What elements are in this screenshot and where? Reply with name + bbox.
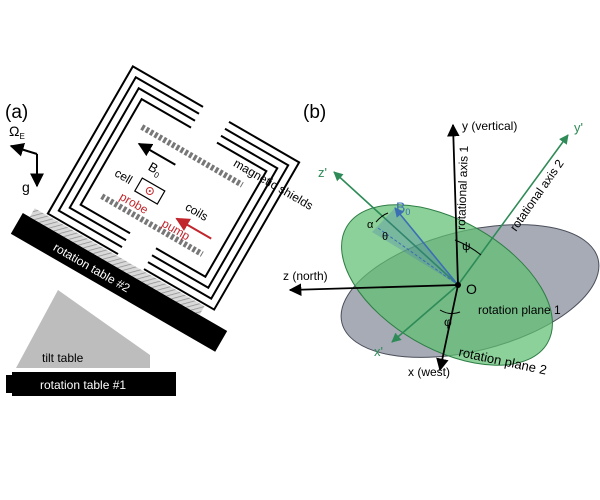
magnetic-shield-layers [46,64,301,311]
gravity-label: g [22,179,30,195]
z-axis [288,283,459,296]
b0-label: B0 [145,159,165,181]
b0-cone [372,208,458,285]
z-prime-axis [333,171,459,286]
apparatus: rotation table #2 magnetic shields coils… [10,64,316,352]
shield-layer-1 [46,64,301,311]
shield-layer-2 [57,75,290,301]
rotation-table-1-knob [6,375,14,393]
coil-bottom [100,193,204,257]
panel-b-tag: (b) [303,102,326,123]
y-prime-axis [457,134,569,286]
psi-arc [454,239,482,256]
rotation-table-2 [10,212,228,352]
rotational-axis-1-label: rotational axis 1 [454,145,471,230]
x-prime-axis [391,284,459,343]
alpha-label: α [367,219,374,231]
magnetic-shields-label: magnetic shields [231,156,315,213]
tilt-table-label: tilt table [42,351,84,365]
orientation-indicator: ΩE g [9,123,44,195]
shield-layer-3 [68,86,279,290]
shield-layer-4 [79,97,268,279]
x-axis [436,284,459,372]
y-axis [447,123,460,286]
y-axis-label: y (vertical) [462,119,517,133]
psi-label: ψ [462,239,471,253]
tilt-table-wedge [16,290,150,368]
origin-point [455,282,461,288]
b0-arrow [137,142,176,166]
phi-arc [439,309,461,315]
shield-mount [29,208,205,315]
x-prime-label: x' [374,344,383,359]
y-prime-label: y' [574,120,583,135]
z-axis-label: z (north) [283,269,328,283]
origin-label: O [466,281,477,297]
x-axis-label: x (west) [408,365,450,379]
coils-label: coils [183,200,211,224]
cell-dot-marker [145,187,154,196]
panel-a: (a) ΩE g tilt table rotation table #1 ro… [5,64,316,396]
alpha-arc [375,212,389,223]
panel-b: (b) y (vertical) y' z' z (north) x' x (w… [283,102,600,379]
panel-a-tag: (a) [5,102,28,123]
rotation-table-1 [12,372,176,396]
b0-projection [377,227,459,286]
rotational-axis-2-label: rotational axis 2 [507,157,567,234]
rotation-plane-1-label: rotation plane 1 [478,303,561,317]
phi-label: φ [444,315,452,329]
z-prime-label: z' [318,165,327,180]
cell-label: cell [112,166,135,187]
omega-arrow [9,143,38,157]
omega-label: ΩE [9,123,25,141]
b0-vector [394,207,459,286]
theta-label: θ [382,231,388,243]
pump-arrow [175,217,212,240]
rotation-table-1-label: rotation table #1 [40,378,126,392]
b0-label-b: B0 [396,199,410,217]
